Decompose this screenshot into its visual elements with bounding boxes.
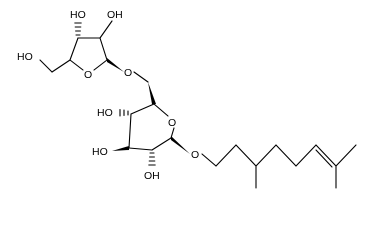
bond-ch2c-ch2d bbox=[275, 144, 297, 167]
bond-c4-c5 bbox=[130, 103, 155, 115]
atom-labels: HO OH HO O O HO O HO OH O bbox=[17, 9, 199, 182]
bond-glycosidic-o-c6 bbox=[133, 71, 149, 83]
bond-ring-o-c1 bbox=[170, 127, 175, 139]
bond-c2-oh bbox=[99, 20, 113, 39]
hashed-bond-c4-oh bbox=[119, 108, 129, 117]
bond-ch-c-double-2 bbox=[315, 149, 333, 168]
wedge-c6-c5 bbox=[148, 82, 156, 104]
bond-c1-c2 bbox=[151, 137, 172, 151]
glucose-ring bbox=[128, 103, 175, 151]
bond-c4-c3 bbox=[69, 37, 79, 61]
label-furanose-oh-2: OH bbox=[107, 9, 123, 21]
furanose-ring bbox=[69, 37, 108, 71]
wedge-c3-oh bbox=[112, 146, 129, 151]
bond-o-ch2a bbox=[201, 153, 217, 167]
label-glucose-oh-4: HO bbox=[97, 107, 113, 119]
furanose-substituents bbox=[39, 20, 124, 73]
bond-c2-c3 bbox=[128, 147, 153, 151]
bond-ch-c-double-1 bbox=[315, 144, 337, 167]
bond-ch2-oh bbox=[39, 59, 53, 73]
label-glucose-oh-2: OH bbox=[144, 170, 160, 182]
bond-c5-ring-o bbox=[153, 103, 169, 117]
label-aglycone-o: O bbox=[191, 149, 199, 161]
bond-ch2a-ch2b bbox=[215, 144, 237, 167]
label-furanose-ch2oh: HO bbox=[17, 51, 33, 63]
wedge-c1-aglycone-o bbox=[171, 136, 190, 154]
label-furanose-oh-3: HO bbox=[70, 9, 86, 21]
bond-ch2d-ch bbox=[295, 144, 317, 167]
label-furanose-ring-o: O bbox=[84, 69, 92, 81]
glucose-substituents bbox=[112, 108, 190, 166]
wedge-c1-glycosidic-o bbox=[107, 58, 124, 72]
aglycone-chain bbox=[201, 144, 357, 189]
bond-c-methyl-a bbox=[335, 144, 357, 167]
label-glycosidic-o: O bbox=[124, 67, 132, 79]
bond-c2-c1 bbox=[99, 37, 108, 61]
chemical-structure-diagram: HO OH HO O O HO O HO OH O bbox=[17, 9, 357, 189]
bond-ch2b-ch bbox=[235, 144, 257, 167]
bond-c3-c4 bbox=[128, 113, 132, 149]
bond-c1-ring-o bbox=[93, 59, 108, 71]
bond-ring-o-c4 bbox=[69, 59, 84, 71]
bond-c4-ch2 bbox=[51, 59, 71, 73]
label-glucose-ring-o: O bbox=[168, 117, 176, 129]
label-glucose-oh-3: HO bbox=[92, 146, 108, 158]
hashed-bond-c2-oh bbox=[148, 152, 156, 166]
bond-ch-ch2c bbox=[255, 144, 277, 167]
hashed-bond-c3-oh bbox=[74, 22, 82, 36]
